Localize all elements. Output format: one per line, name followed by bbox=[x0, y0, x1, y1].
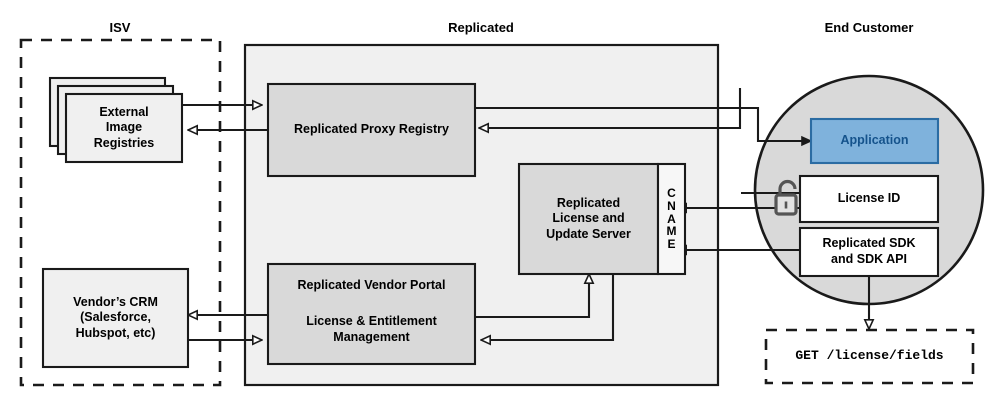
connector-proxy-to-application bbox=[475, 106, 811, 141]
connector-vendorportal-to-license-server bbox=[475, 274, 589, 319]
connectors bbox=[182, 88, 869, 340]
replicated-zone-title: Replicated bbox=[448, 20, 514, 35]
unlock-icon bbox=[774, 179, 798, 216]
replicated-license-update-server[interactable] bbox=[517, 162, 660, 276]
api-call-box bbox=[764, 328, 975, 385]
connector-application-to-proxy bbox=[479, 88, 742, 128]
cname-strip[interactable] bbox=[656, 162, 687, 276]
connector-license-server-to-vendorportal bbox=[481, 270, 615, 340]
vendors-crm[interactable] bbox=[41, 267, 190, 369]
isv-zone-boundary bbox=[19, 38, 222, 387]
isv-zone-title: ISV bbox=[109, 20, 131, 35]
replicated-vendor-portal[interactable] bbox=[266, 262, 477, 366]
license-id[interactable] bbox=[798, 174, 940, 224]
replicated-proxy-registry[interactable] bbox=[266, 82, 477, 178]
end-customer-zone-title: End Customer bbox=[824, 20, 914, 35]
replicated-sdk[interactable] bbox=[798, 226, 940, 278]
application[interactable] bbox=[809, 117, 940, 165]
external-image-registries[interactable] bbox=[64, 92, 184, 164]
